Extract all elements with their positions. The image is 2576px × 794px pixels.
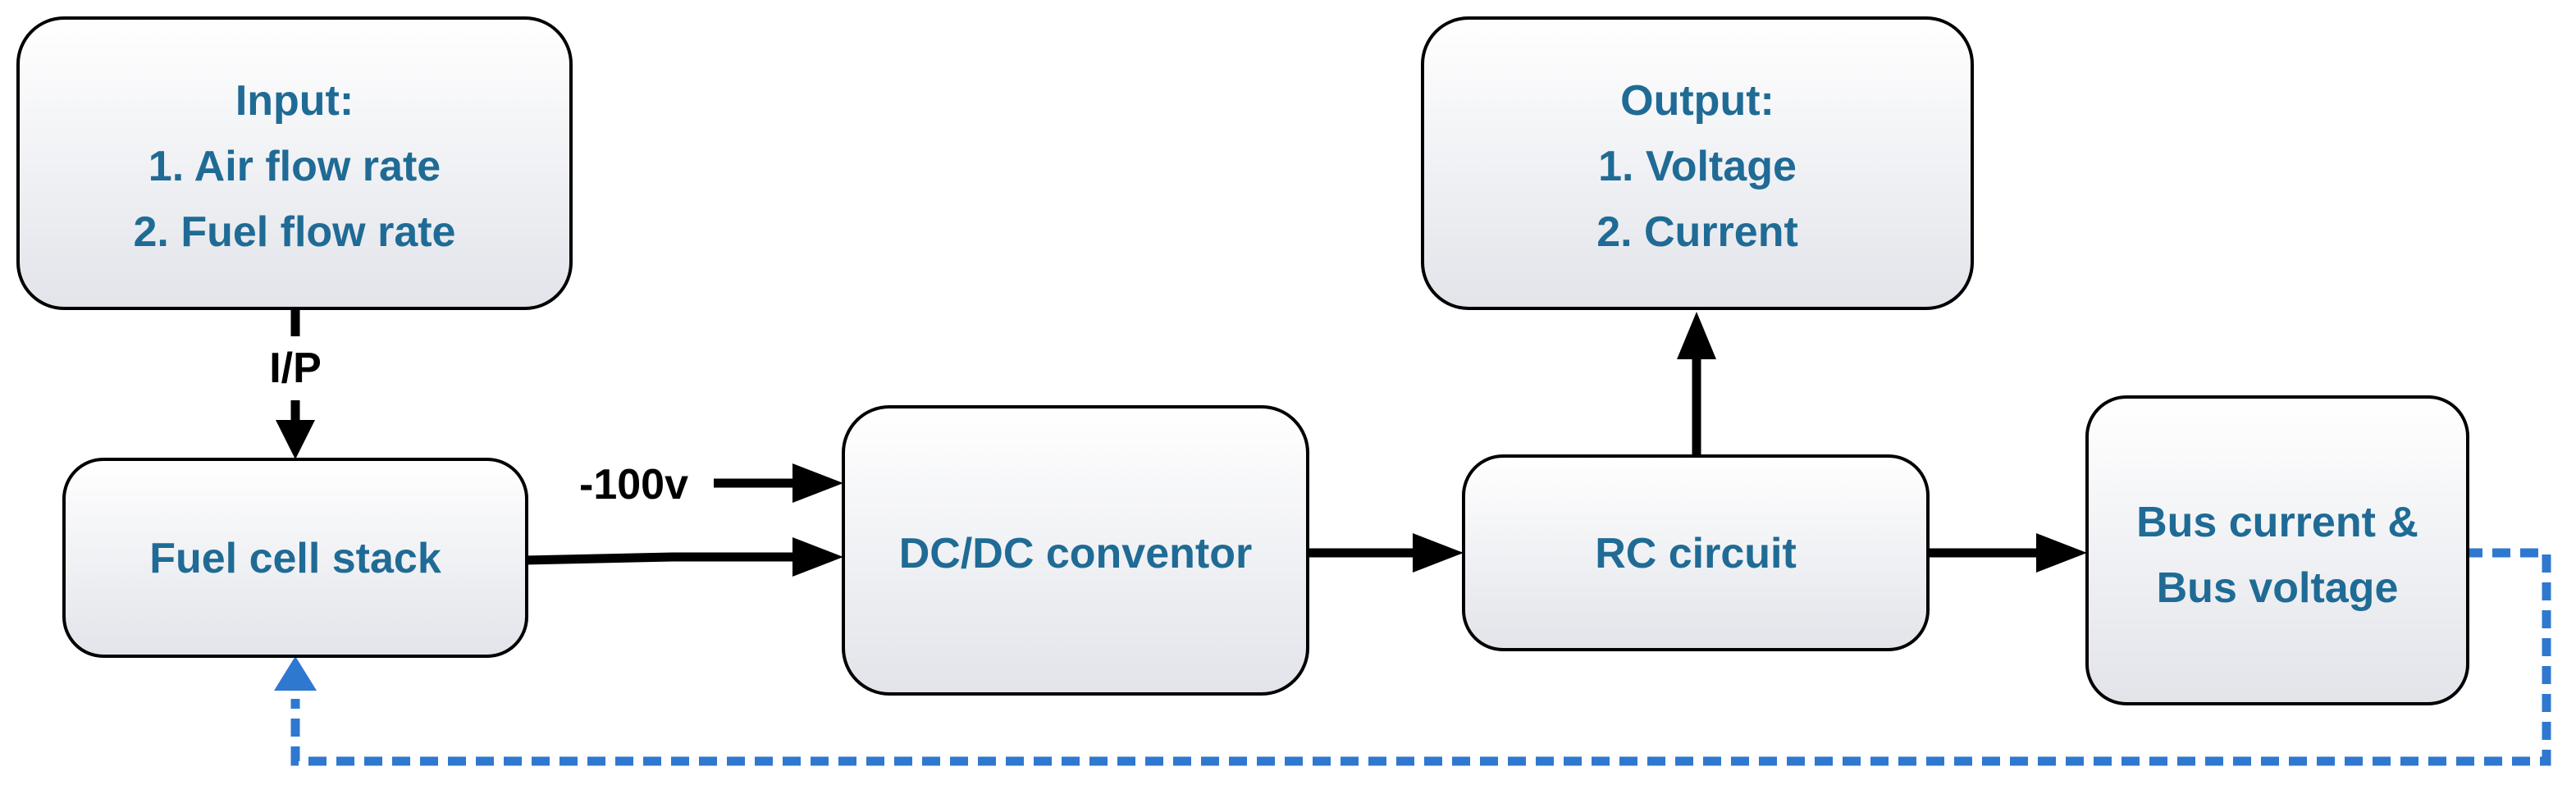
- dcdc-conventor-text: DC/DC conventor: [899, 530, 1252, 577]
- input-block: Input: 1. Air flow rate 2. Fuel flow rate: [16, 16, 573, 310]
- output-line-3: 2. Current: [1596, 208, 1798, 256]
- fuel-cell-to-dcdc-arrow-head: [792, 537, 843, 577]
- bus-block: Bus current & Bus voltage: [2085, 395, 2469, 705]
- output-block: Output: 1. Voltage 2. Current: [1421, 16, 1974, 310]
- rc-to-bus-arrow-head: [2036, 533, 2087, 573]
- voltage-ref-label: -100v: [579, 461, 688, 509]
- dcdc-to-rc-arrow-head: [1413, 533, 1464, 573]
- rc-circuit-text: RC circuit: [1595, 530, 1797, 577]
- ip-label: I/P: [269, 345, 322, 392]
- voltage-ref-arrow-head: [792, 463, 843, 503]
- input-line-2: 1. Air flow rate: [148, 143, 441, 190]
- fuel_cell-line-1: Fuel cell stack: [149, 535, 441, 582]
- feedback-dashed-line: [290, 548, 2551, 766]
- output-line-1: Output:: [1620, 77, 1774, 125]
- input-block-text: Input: 1. Air flow rate 2. Fuel flow rate: [134, 77, 456, 256]
- rc-line-1: RC circuit: [1595, 530, 1797, 577]
- input-line-1: Input:: [235, 77, 354, 125]
- connectors: [274, 308, 2551, 766]
- output-line-2: 1. Voltage: [1598, 143, 1797, 190]
- rc-to-output-arrow-head: [1677, 312, 1716, 359]
- input-line-3: 2. Fuel flow rate: [134, 208, 456, 256]
- input-arrow-head: [276, 420, 315, 459]
- dcdc-line-1: DC/DC conventor: [899, 530, 1252, 577]
- dcdc-conventor-block: DC/DC conventor: [842, 405, 1309, 696]
- bus-block-text: Bus current & Bus voltage: [2136, 499, 2418, 612]
- fuel-cell-stack-block: Fuel cell stack: [62, 458, 528, 658]
- fuel-cell-stack-text: Fuel cell stack: [149, 535, 441, 582]
- output-block-text: Output: 1. Voltage 2. Current: [1596, 77, 1798, 256]
- rc-circuit-block: RC circuit: [1462, 454, 1930, 651]
- bus-line-2: Bus voltage: [2157, 564, 2399, 612]
- fuel-cell-to-dcdc-line: [524, 552, 794, 565]
- bus-line-1: Bus current &: [2136, 499, 2418, 546]
- feedback-arrow-head: [274, 656, 317, 691]
